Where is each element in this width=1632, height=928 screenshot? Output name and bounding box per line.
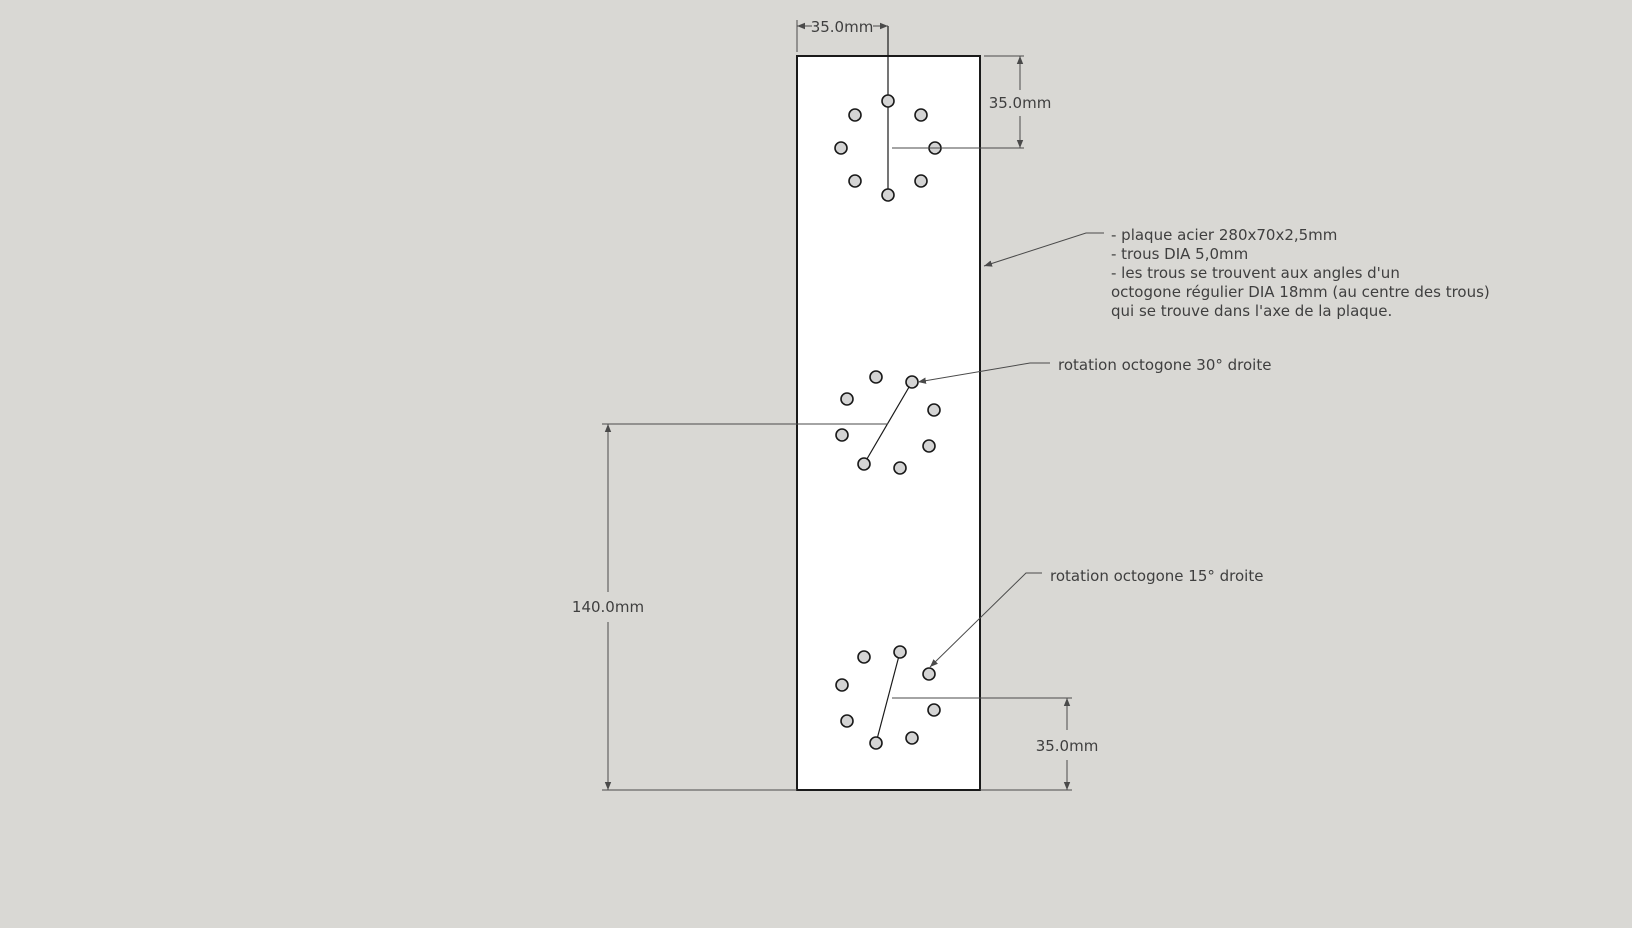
- hole[interactable]: [857, 650, 871, 664]
- dimension-label-top-width: 35.0mm: [811, 18, 874, 36]
- note-line: - les trous se trouvent aux angles d'un: [1111, 264, 1400, 282]
- dimension-middle-offset[interactable]: 140.0mm: [572, 423, 888, 791]
- note-line: - plaque acier 280x70x2,5mm: [1111, 226, 1337, 244]
- dimension-label-top-offset: 35.0mm: [989, 94, 1052, 112]
- hole[interactable]: [848, 174, 862, 188]
- hole-group-bottom[interactable]: [835, 645, 941, 750]
- hole[interactable]: [927, 403, 941, 417]
- hole[interactable]: [869, 736, 883, 750]
- hole[interactable]: [840, 392, 854, 406]
- hole[interactable]: [835, 678, 849, 692]
- hole-group-middle[interactable]: [835, 370, 941, 475]
- dimension-top-offset[interactable]: 35.0mm: [892, 55, 1052, 149]
- hole[interactable]: [905, 375, 919, 389]
- hole-axis-bottom: [875, 651, 901, 744]
- note-line: octogone régulier DIA 18mm (au centre de…: [1111, 283, 1490, 301]
- hole[interactable]: [905, 731, 919, 745]
- dimension-label-bottom-offset: 35.0mm: [1036, 737, 1099, 755]
- hole[interactable]: [869, 370, 883, 384]
- hole[interactable]: [893, 645, 907, 659]
- note-line: qui se trouve dans l'axe de la plaque.: [1111, 302, 1392, 320]
- hole[interactable]: [840, 714, 854, 728]
- hole[interactable]: [834, 141, 848, 155]
- hole[interactable]: [881, 94, 895, 108]
- hole[interactable]: [881, 188, 895, 202]
- hole[interactable]: [893, 461, 907, 475]
- dimension-bottom-offset[interactable]: 35.0mm: [892, 697, 1099, 791]
- hole[interactable]: [922, 439, 936, 453]
- hole[interactable]: [848, 108, 862, 122]
- hole[interactable]: [927, 703, 941, 717]
- note-plate-spec: - plaque acier 280x70x2,5mm - trous DIA …: [1111, 226, 1490, 320]
- note-rotation-30: rotation octogone 30° droite: [1058, 356, 1271, 374]
- hole[interactable]: [914, 108, 928, 122]
- leader-plate-spec[interactable]: [983, 232, 1104, 267]
- hole[interactable]: [857, 457, 871, 471]
- hole[interactable]: [914, 174, 928, 188]
- dimension-label-middle-offset: 140.0mm: [572, 598, 644, 616]
- note-rotation-15: rotation octogone 15° droite: [1050, 567, 1263, 585]
- leader-rotation-15[interactable]: rotation octogone 15° droite: [929, 567, 1263, 668]
- hole-group-top[interactable]: [834, 26, 942, 202]
- hole[interactable]: [835, 428, 849, 442]
- leader-rotation-30[interactable]: rotation octogone 30° droite: [917, 356, 1271, 384]
- hole-axis-middle: [863, 381, 913, 465]
- hole[interactable]: [922, 667, 936, 681]
- note-line: - trous DIA 5,0mm: [1111, 245, 1248, 263]
- dimension-top-width[interactable]: 35.0mm: [796, 18, 888, 52]
